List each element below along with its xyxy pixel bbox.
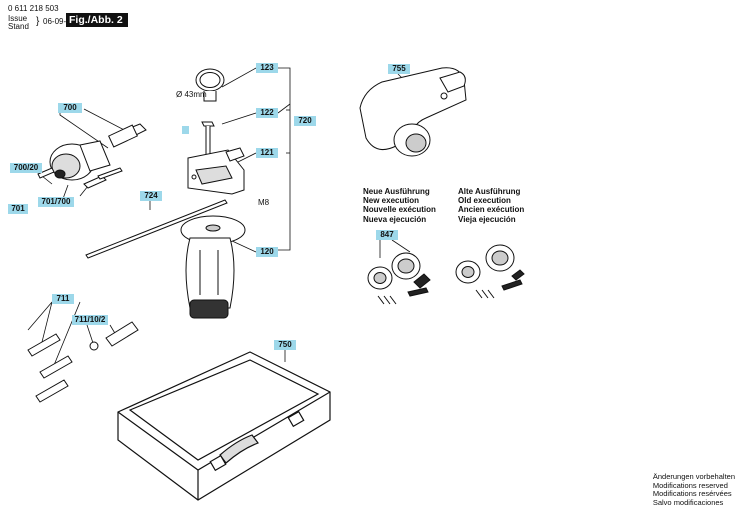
old-execution-fr: Ancien exécution [458,205,525,215]
callout-755: 755 [388,64,410,74]
new-execution-fr: Nouvelle exécution [363,205,436,215]
part-number: 0 611 218 503 [8,4,59,13]
leader-701-700 [79,185,89,197]
callout-121: 121 [256,148,278,158]
callout-700-20: 700/20 [10,163,42,173]
callout-700: 700 [58,103,82,113]
leader-120 [229,239,257,253]
leader-123 [221,67,257,88]
thread-annotation: M8 [258,198,270,207]
old-execution-de: Alte Ausführung [458,187,521,196]
callout-711-10-2: 711/10/2 [72,315,108,325]
notice-de: Änderungen vorbehalten [652,472,735,481]
issue-date: 06-09-25 [43,17,76,26]
callout-720: 720 [294,116,316,126]
figure-title: Fig./Abb. 2 [66,13,128,27]
stand-label: Stand [8,22,29,31]
notice-en: Modifications reserved [652,480,728,490]
callout-123: 123 [256,63,278,73]
notice-es: Salvo modificaciones [652,497,724,507]
callout-724: 724 [140,191,162,201]
bracket-glyph: } [36,16,40,27]
old-execution-en: Old execution [458,196,511,206]
callout-701: 701 [8,204,28,214]
issue-label: Issue [8,14,28,23]
new-execution-de: Neue Ausführung [363,187,430,196]
callout-122: 122 [256,108,278,118]
leader-122 [221,112,257,125]
old-execution-heading: Alte Ausführung Old execution Ancien exé… [458,187,524,224]
modifications-notice: Änderungen vorbehalten Modifications res… [652,472,735,507]
new-execution-heading: Neue Ausführung New execution Nouvelle e… [363,187,436,224]
callout-120: 120 [256,247,278,257]
callout-750: 750 [274,340,296,350]
callout-711: 711 [52,294,74,304]
callout-847: 847 [376,230,398,240]
old-execution-es: Vieja ejecución [458,214,516,224]
new-execution-en: New execution [363,196,420,206]
new-execution-es: Nueva ejecución [363,214,427,224]
leader-700-20 [41,175,53,185]
bracket-720 [278,67,291,251]
diameter-annotation: Ø 43mm [176,90,207,99]
notice-fr: Modifications resérvées [652,489,732,499]
callout-701-700: 701/700 [38,197,74,207]
